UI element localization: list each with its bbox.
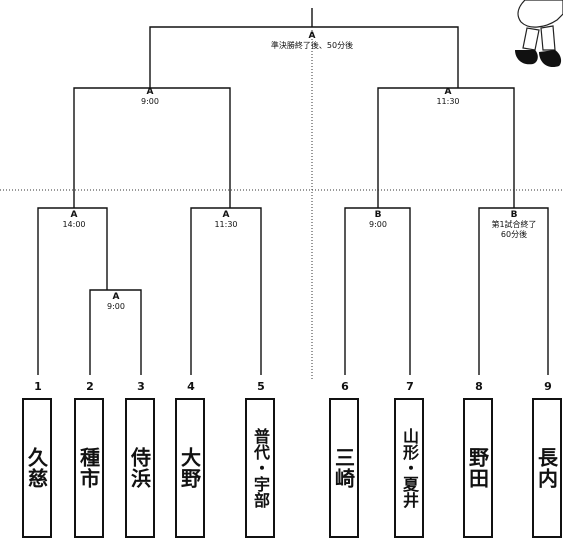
bracket-line-qf4 — [478, 207, 549, 375]
match-label-qf3: B 9:00 — [348, 210, 408, 230]
match-time-qf2: 11:30 — [214, 220, 238, 230]
match-time-r1: 9:00 — [107, 302, 125, 312]
match-court-semi-left: A — [146, 87, 154, 97]
team-number-9: 9 — [544, 380, 552, 393]
match-court-qf4: B — [510, 210, 518, 220]
bracket-line-qf2 — [190, 207, 262, 375]
bracket-line-final — [149, 26, 459, 88]
team-number-4: 4 — [187, 380, 195, 393]
match-time-semi-right: 11:30 — [436, 97, 460, 107]
team-number-7: 7 — [406, 380, 414, 393]
team-box-4: 大野 — [175, 398, 205, 538]
team-number-2: 2 — [86, 380, 94, 393]
match-label-qf4: B 第1試合終了 60分後 — [478, 210, 550, 239]
match-court-final: A — [308, 31, 316, 41]
team-box-3: 侍浜 — [125, 398, 155, 538]
bracket-line-semi-left — [73, 87, 231, 208]
team-number-1: 1 — [34, 380, 42, 393]
match-label-semi-left: A 9:00 — [120, 87, 180, 107]
team-name-6: 三崎 — [331, 447, 356, 489]
team-name-9: 長内 — [534, 447, 559, 489]
mascot-illustration — [515, 0, 563, 68]
bracket-line-qf3 — [344, 207, 411, 375]
team-number-6: 6 — [341, 380, 349, 393]
team-box-8: 野田 — [463, 398, 493, 538]
match-time-final: 準決勝終了後、50分後 — [270, 41, 354, 51]
match-label-r1: A 9:00 — [96, 292, 136, 312]
bracket-line-qf1 — [37, 207, 108, 375]
match-label-final: A 準決勝終了後、50分後 — [242, 31, 382, 51]
team-name-1: 久慈 — [24, 447, 49, 489]
team-number-8: 8 — [475, 380, 483, 393]
team-box-9: 長内 — [532, 398, 562, 538]
match-court-qf3: B — [374, 210, 382, 220]
team-box-7: 山形・夏井 — [394, 398, 424, 538]
team-name-8: 野田 — [465, 447, 490, 489]
match-court-semi-right: A — [444, 87, 452, 97]
team-name-3: 侍浜 — [127, 447, 152, 489]
match-time-qf1: 14:00 — [62, 220, 86, 230]
match-time-qf4: 第1試合終了 60分後 — [491, 220, 537, 239]
team-number-3: 3 — [137, 380, 145, 393]
team-name-4: 大野 — [177, 447, 202, 489]
team-box-5: 普代・宇部 — [245, 398, 275, 538]
match-time-semi-left: 9:00 — [141, 97, 159, 107]
team-number-5: 5 — [257, 380, 265, 393]
bracket-line-r1 — [89, 289, 142, 375]
bracket-line-semi-right — [377, 87, 515, 208]
team-name-2: 種市 — [76, 447, 101, 489]
match-time-qf3: 9:00 — [369, 220, 387, 230]
match-label-qf2: A 11:30 — [196, 210, 256, 230]
team-name-7: 山形・夏井 — [400, 428, 419, 508]
match-label-semi-right: A 11:30 — [418, 87, 478, 107]
team-name-5: 普代・宇部 — [251, 428, 270, 508]
team-box-2: 種市 — [74, 398, 104, 538]
team-box-1: 久慈 — [22, 398, 52, 538]
match-court-qf2: A — [222, 210, 230, 220]
team-box-6: 三崎 — [329, 398, 359, 538]
match-court-r1: A — [112, 292, 120, 302]
match-label-qf1: A 14:00 — [44, 210, 104, 230]
match-court-qf1: A — [70, 210, 78, 220]
